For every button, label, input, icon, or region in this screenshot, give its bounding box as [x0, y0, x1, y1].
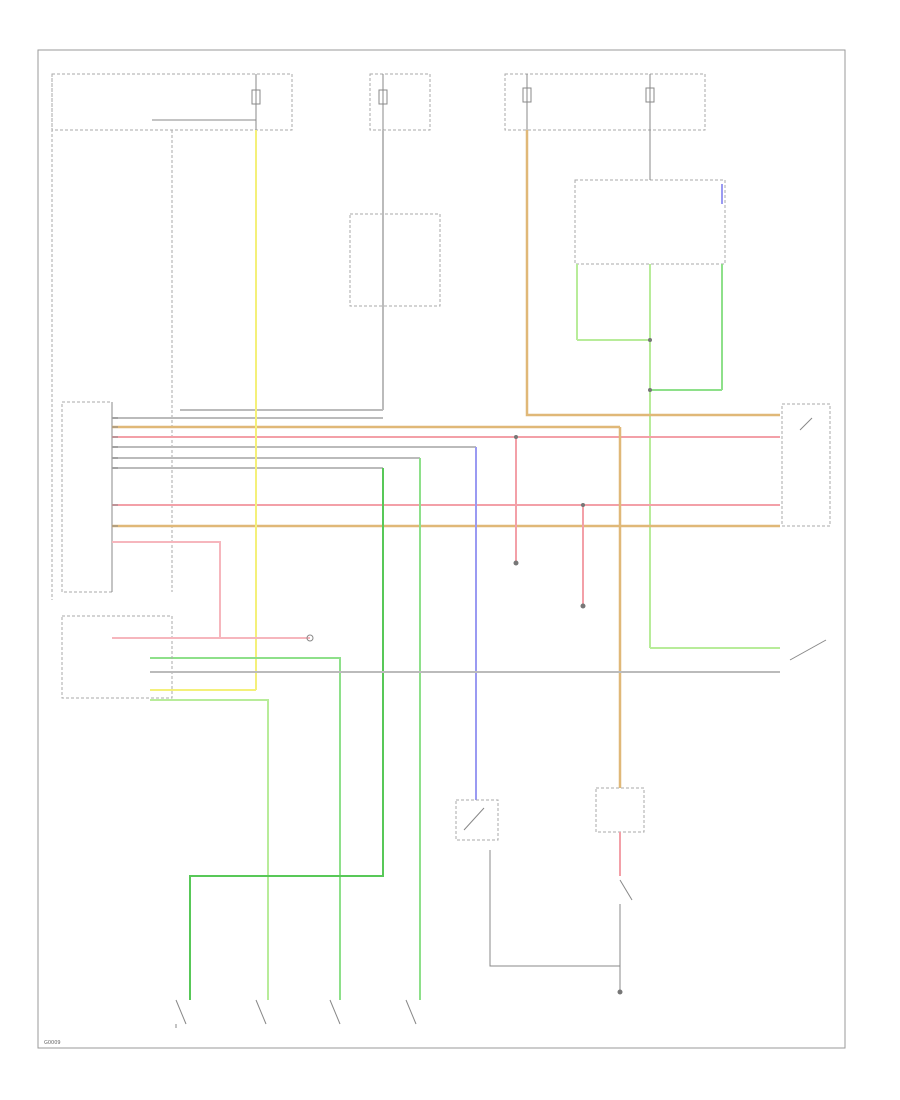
bottom-switch-1 [175, 999, 187, 1028]
splice-node [648, 388, 652, 392]
fuse-symbol-1 [251, 74, 261, 130]
splice-node [648, 338, 652, 342]
relay-box [349, 213, 441, 307]
connector-dot [306, 634, 314, 642]
fuse-symbol-3 [522, 74, 532, 130]
wire-green-2 [150, 657, 341, 1000]
bottom-switch-4 [405, 999, 417, 1025]
lower-middle-switch [455, 799, 499, 841]
control-unit-terminals [112, 417, 118, 527]
bottom-switch-2 [255, 999, 267, 1025]
ground-point [580, 603, 586, 609]
wire-green-3 [150, 699, 269, 1000]
control-unit [61, 401, 113, 593]
figure-id: G0009 [44, 1040, 61, 1046]
lower-right-switch [619, 879, 633, 901]
ground-point [617, 989, 623, 995]
splice-node [581, 503, 585, 507]
lower-middle-contact [463, 807, 485, 831]
switch-cluster-box [574, 179, 726, 265]
fuse-box-right [504, 73, 706, 131]
bottom-switch-3 [329, 999, 341, 1025]
right-switch-2 [789, 639, 827, 661]
diagram-frame [37, 49, 846, 1049]
wire-dkgreen [189, 468, 384, 1000]
lower-middle-return [489, 850, 620, 967]
fuse-box-middle [369, 73, 431, 131]
lower-right-module [595, 787, 645, 833]
fuse-symbol-2 [378, 74, 388, 130]
fuse-symbol-4 [645, 74, 655, 130]
wire-pink-1 [112, 541, 221, 638]
orange-wire-main [525, 130, 780, 417]
right-switch-contact [799, 417, 813, 431]
right-switch-box [781, 403, 831, 527]
lower-left-module [61, 615, 173, 699]
ground-point [513, 560, 519, 566]
splice-node [514, 435, 518, 439]
